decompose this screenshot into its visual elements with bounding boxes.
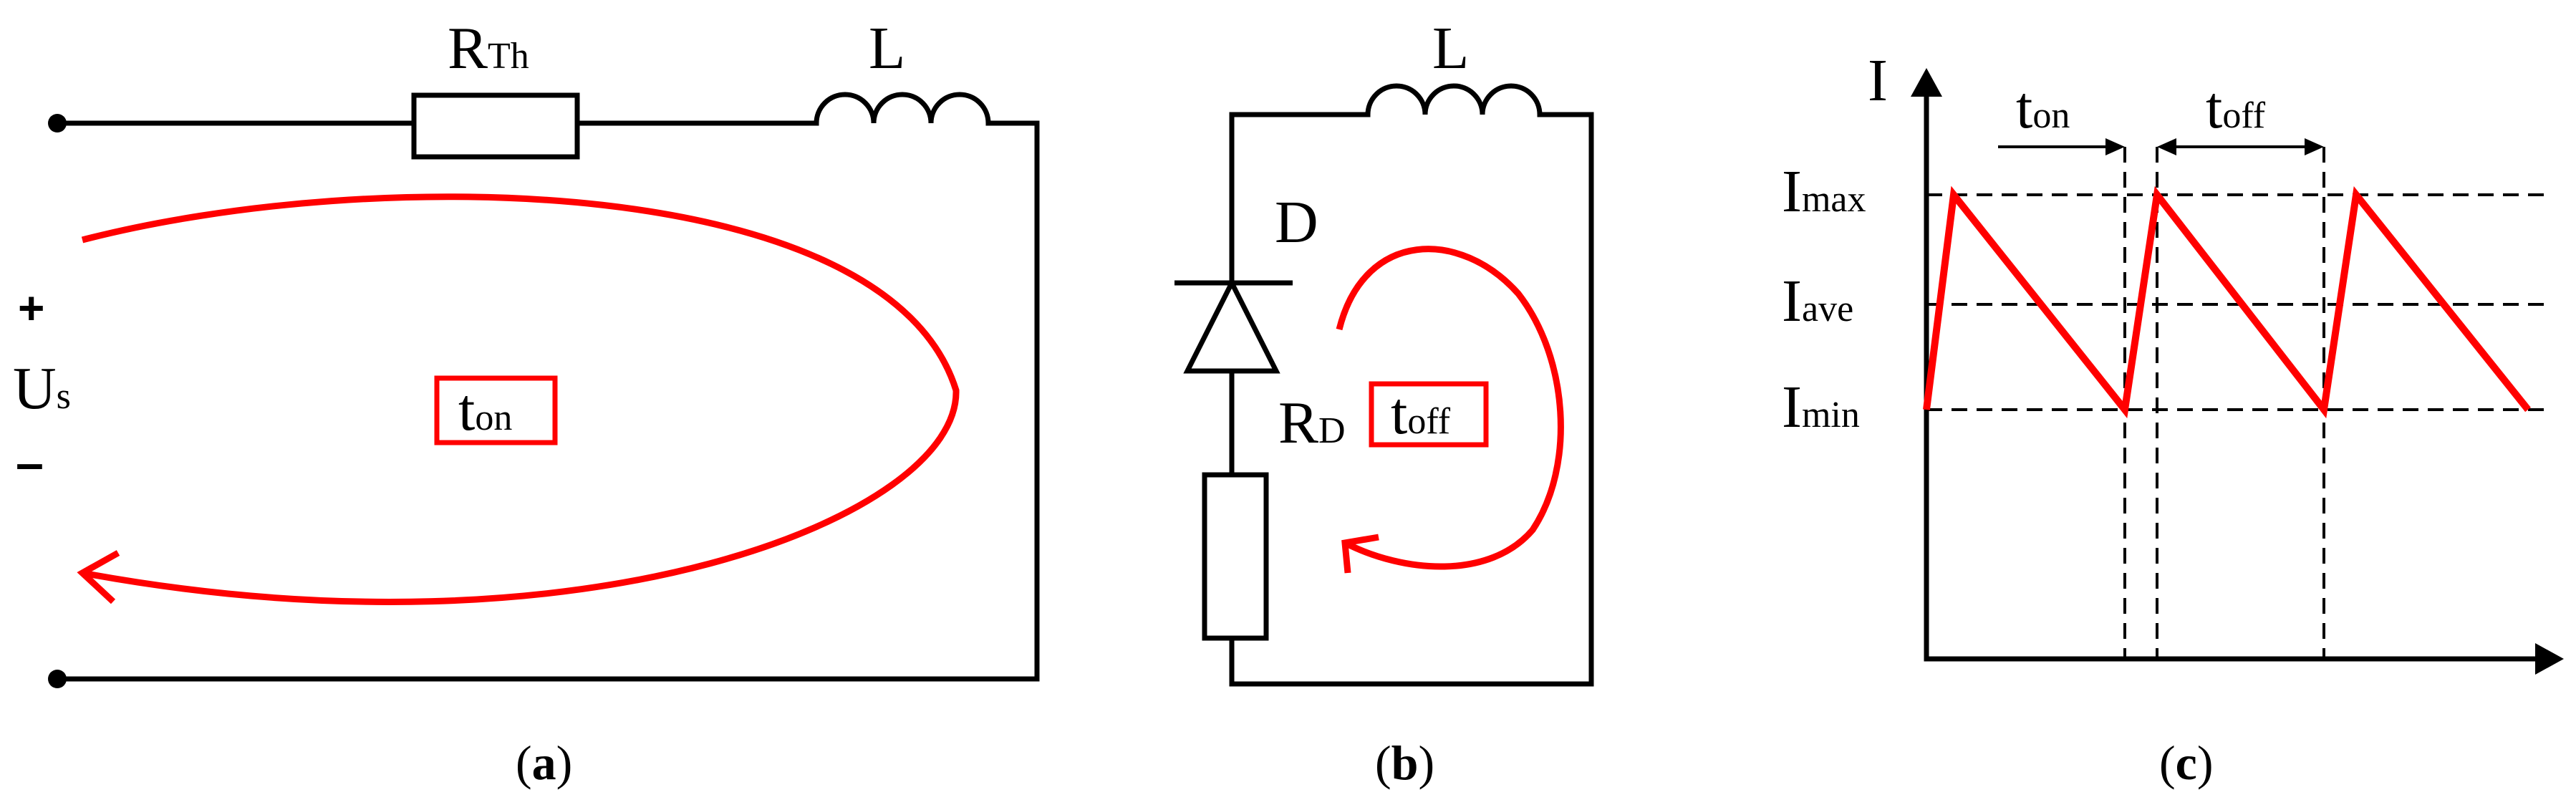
- diode-triangle: [1183, 277, 1280, 374]
- toff-b-sub: off: [1407, 401, 1450, 442]
- ton-arrowhead: [2105, 138, 2125, 155]
- caption-b: (b): [1375, 736, 1434, 790]
- toff-b-main: t: [1391, 380, 1407, 447]
- panel-b: L D RD toff (b): [1174, 15, 1594, 790]
- panel-a: RTh L + Us – ton (a): [13, 15, 1040, 790]
- toff-arrowhead-right: [2305, 138, 2324, 155]
- resistor-rth: [411, 92, 580, 160]
- label-ton-c: ton: [2016, 74, 2070, 141]
- label-l-a: L: [869, 15, 905, 82]
- current-path-ton: [81, 193, 960, 605]
- caption-a-open: (: [516, 736, 532, 790]
- arrowhead-ton: [77, 550, 120, 604]
- label-ton-a: ton: [458, 377, 512, 443]
- x-axis-arrow: [2535, 643, 2564, 675]
- axis-label-i: I: [1868, 47, 1888, 114]
- caption-a-letter: a: [532, 736, 556, 790]
- current-path-toff: [1336, 246, 1564, 570]
- panel-c: I Imax Iave Imin ton toff (c): [1782, 47, 2564, 790]
- arrowhead-toff: [1341, 534, 1379, 574]
- toff-c-main: t: [2206, 74, 2222, 141]
- minus-sign: –: [16, 435, 44, 491]
- caption-a-close: ): [556, 736, 573, 790]
- ton-c-main: t: [2016, 74, 2032, 141]
- toff-c-sub: off: [2222, 95, 2265, 136]
- imax-main: I: [1782, 158, 1802, 225]
- toff-box: [1369, 381, 1489, 448]
- plus-sign: +: [18, 282, 44, 334]
- ton-box: [434, 375, 558, 445]
- iave-main: I: [1782, 268, 1802, 334]
- label-rd: RD: [1278, 390, 1346, 456]
- rd-sub: D: [1318, 410, 1346, 451]
- caption-b-close: ): [1418, 736, 1434, 790]
- label-imax: Imax: [1782, 158, 1866, 225]
- caption-c-letter: c: [2176, 736, 2197, 790]
- iave-sub: ave: [1802, 289, 1853, 329]
- rd-main: R: [1278, 390, 1318, 456]
- imax-sub: max: [1802, 179, 1866, 220]
- inductor-b: [1365, 83, 1543, 117]
- label-toff-b: toff: [1391, 380, 1451, 447]
- caption-b-letter: b: [1391, 736, 1419, 790]
- ton-a-main: t: [458, 377, 475, 443]
- caption-c-open: (: [2159, 736, 2176, 790]
- us-main: U: [13, 355, 57, 422]
- rth-main: R: [448, 15, 488, 82]
- ton-c-sub: on: [2032, 95, 2070, 136]
- toff-arrowhead-left: [2157, 138, 2176, 155]
- caption-a: (a): [516, 736, 572, 790]
- inductor-a: [814, 92, 991, 126]
- current-waveform: [1923, 185, 2531, 419]
- label-l-b: L: [1432, 15, 1469, 82]
- label-d: D: [1275, 189, 1318, 256]
- label-rth: RTh: [448, 15, 529, 82]
- imin-sub: min: [1802, 395, 1860, 435]
- rth-sub: Th: [488, 36, 529, 77]
- resistor-rd: [1202, 472, 1269, 641]
- us-sub: s: [57, 376, 71, 417]
- label-toff-c: toff: [2206, 74, 2266, 141]
- imin-main: I: [1782, 374, 1802, 440]
- label-imin: Imin: [1782, 374, 1860, 440]
- label-us: Us: [13, 355, 71, 422]
- label-iave: Iave: [1782, 268, 1853, 334]
- caption-b-open: (: [1375, 736, 1391, 790]
- ton-a-sub: on: [475, 397, 512, 438]
- y-axis-arrow: [1911, 68, 1942, 97]
- caption-c-close: ): [2197, 736, 2214, 790]
- caption-c: (c): [2159, 736, 2214, 790]
